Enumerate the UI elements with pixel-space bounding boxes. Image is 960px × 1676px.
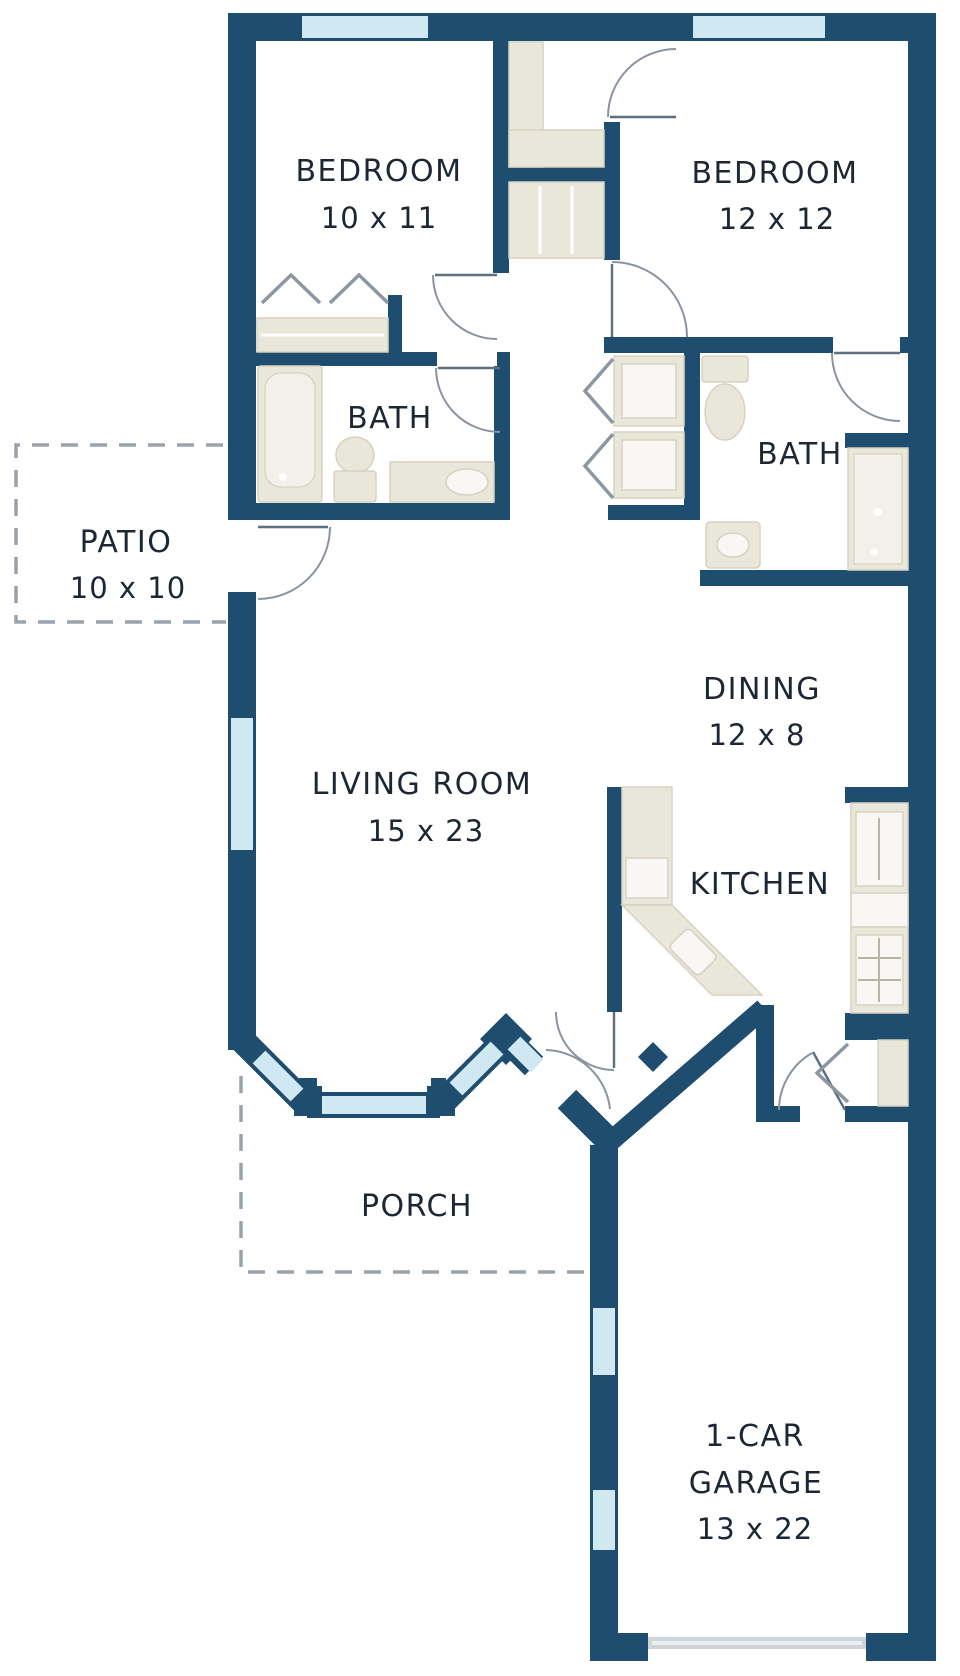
label-bedroom1: BEDROOM <box>295 154 462 189</box>
vanity1-sink <box>445 468 489 496</box>
wall-dining-right-stub <box>845 787 913 803</box>
room-labels: BEDROOM 10 x 11 BEDROOM 12 x 12 BATH BAT… <box>70 154 858 1546</box>
bed1-closet-bifold-1 <box>260 272 322 305</box>
toilet1-tank <box>333 470 377 503</box>
wall-bed2-bottom-b <box>900 337 908 353</box>
pantry-bifold <box>814 1042 850 1104</box>
wall-bath1-right <box>494 366 510 520</box>
bifold-doors <box>260 272 850 1104</box>
label-porch: PORCH <box>361 1189 473 1224</box>
shower-drain-1 <box>874 508 882 516</box>
toilet2-bowl <box>704 383 746 441</box>
bathtub-drain <box>279 473 287 481</box>
dims-dining: 12 x 8 <box>709 718 806 752</box>
kitchen-door-arc <box>555 1011 615 1071</box>
closet-door-arc <box>607 48 677 118</box>
patio-outline <box>14 443 226 624</box>
shower-drain-2 <box>870 548 878 556</box>
wall-entry-angled <box>597 1000 771 1155</box>
wall-entry-foot <box>756 1106 800 1122</box>
washer-bifold <box>582 357 615 425</box>
outdoor-outlines <box>14 443 588 1274</box>
wall-garage-left <box>590 1145 618 1661</box>
dims-bedroom2: 12 x 12 <box>719 202 835 236</box>
patio-door-opening <box>226 520 258 592</box>
label-patio: PATIO <box>80 525 173 560</box>
wall-closet-right <box>604 122 620 260</box>
bay-post-tab-right <box>431 1078 446 1090</box>
porch-outline <box>239 1076 588 1274</box>
bathtub-inner <box>264 372 316 488</box>
garage-service-door-leaf <box>811 1051 847 1111</box>
window-bedroom1 <box>302 16 428 38</box>
wall-shower-stub <box>845 433 913 448</box>
bed2-door-arc <box>611 261 688 338</box>
wall-garage-bottom-right <box>866 1633 936 1661</box>
garage-service-door-arc <box>778 1052 813 1111</box>
wall-bed2-bottom-a <box>604 337 833 353</box>
kitchen-sink <box>669 928 717 976</box>
dims-living-room: 15 x 23 <box>368 814 484 848</box>
counter-gap <box>850 892 909 928</box>
label-bath2: BATH <box>757 437 843 472</box>
bay-post-tab-left <box>299 1078 317 1090</box>
linen-closet-shelf <box>508 181 605 259</box>
dims-patio: 10 x 10 <box>70 571 186 605</box>
dims-bedroom1: 10 x 11 <box>321 201 437 235</box>
window-garage-1 <box>593 1308 615 1375</box>
toilet2-tank <box>701 355 749 383</box>
window-bay-right <box>449 1041 504 1096</box>
wall-bath1-bottom <box>228 503 510 520</box>
pantry-shelf <box>877 1039 909 1107</box>
bath2-door-arc <box>831 352 901 422</box>
wall-entry-right <box>756 1005 774 1122</box>
wall-bath2-bottom <box>700 570 913 586</box>
dishwasher <box>625 857 669 899</box>
wall-bed1-hall <box>493 41 509 273</box>
fixtures <box>256 41 909 1649</box>
toilet1-bowl <box>335 436 375 474</box>
interior-walls <box>228 41 913 1155</box>
wall-closet-divider <box>493 167 620 182</box>
wall-bath1-top-b <box>497 352 510 366</box>
window-garage-2 <box>593 1490 615 1550</box>
wall-laundry-right <box>684 337 700 520</box>
label-living-room: LIVING ROOM <box>312 767 533 802</box>
windows <box>231 16 825 1550</box>
sink2-basin <box>716 532 750 558</box>
wall-laundry-bottom <box>608 505 687 520</box>
wall-kitchen-left-stub <box>607 787 622 1012</box>
wall-bath1-top-a <box>228 352 437 366</box>
bay-post-right <box>427 1086 455 1116</box>
dryer-bifold <box>582 432 615 500</box>
bed1-closet-bifold-2 <box>328 272 390 305</box>
label-bedroom2: BEDROOM <box>691 156 858 191</box>
exterior-walls <box>226 13 936 1661</box>
dryer-inner <box>621 439 677 491</box>
wall-pantry-top <box>845 1013 908 1040</box>
closet-shelf-horizontal <box>508 129 605 168</box>
wall-right <box>908 13 936 1661</box>
window-bedroom2 <box>693 16 825 38</box>
label-garage-line2: GARAGE <box>689 1466 824 1501</box>
label-kitchen: KITCHEN <box>690 867 831 902</box>
door-swings <box>257 48 901 1111</box>
bed1-door-arc <box>432 274 498 340</box>
label-garage-line1: 1-CAR <box>705 1419 805 1454</box>
dims-garage: 13 x 22 <box>697 1512 813 1546</box>
label-bath1: BATH <box>347 401 433 436</box>
window-entry-side <box>507 1036 544 1073</box>
window-living-left <box>231 718 253 850</box>
wall-entry-angled-stub <box>638 1042 668 1072</box>
wall-garage-bottom-left <box>590 1633 648 1661</box>
bath1-door-arc <box>435 367 501 433</box>
wall-pantry-bottom <box>845 1106 908 1122</box>
patio-door-arc <box>257 526 331 600</box>
front-door-arc <box>545 1049 611 1110</box>
wall-bed1-closet-stub <box>388 295 402 352</box>
washer-inner <box>621 363 677 419</box>
label-dining: DINING <box>703 672 821 707</box>
window-bay-left <box>252 1050 304 1102</box>
